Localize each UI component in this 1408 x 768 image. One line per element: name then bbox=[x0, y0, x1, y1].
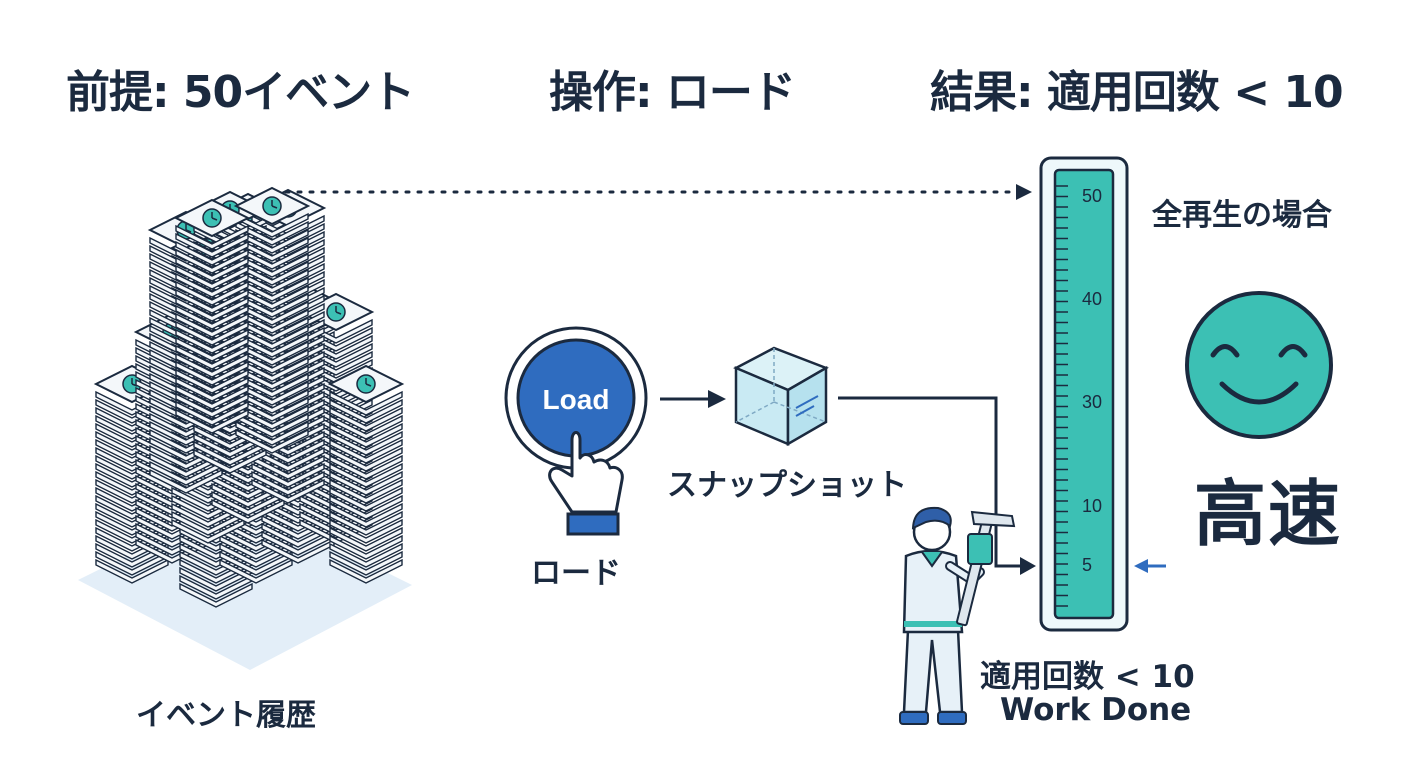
event-sheet bbox=[329, 422, 403, 448]
gauge-tick-50: 50 bbox=[1082, 186, 1102, 206]
event-sheet bbox=[261, 538, 335, 564]
gauge-tick-40: 40 bbox=[1082, 289, 1102, 309]
speed-label: 高速 bbox=[1194, 472, 1343, 556]
event-sheet bbox=[175, 256, 249, 282]
event-sheet bbox=[175, 280, 249, 306]
event-sheet bbox=[329, 406, 403, 432]
event-sheet bbox=[329, 462, 403, 488]
event-sheet bbox=[329, 454, 403, 480]
event-sheet bbox=[175, 264, 249, 290]
event-sheet bbox=[175, 320, 249, 346]
event-sheet bbox=[329, 486, 403, 512]
event-sheet bbox=[175, 272, 249, 298]
event-sheet bbox=[329, 550, 403, 576]
event-sheet bbox=[329, 518, 403, 544]
gauge-level-arrow bbox=[1134, 559, 1166, 573]
event-sheet bbox=[175, 304, 249, 330]
event-sheet bbox=[193, 448, 267, 474]
event-sheet bbox=[329, 534, 403, 560]
event-sheet bbox=[329, 558, 403, 584]
event-history-stack bbox=[78, 187, 412, 670]
event-sheet bbox=[329, 502, 403, 528]
worker-measuring-icon bbox=[899, 506, 1016, 725]
event-sheet bbox=[329, 494, 403, 520]
event-sheet bbox=[175, 352, 249, 378]
event-sheet bbox=[251, 478, 325, 504]
event-sheet bbox=[329, 398, 403, 424]
dotted-arrow bbox=[284, 184, 1032, 200]
work-done-label: Work Done bbox=[1000, 692, 1192, 728]
event-sheet bbox=[171, 518, 245, 544]
arrow-load-to-snapshot bbox=[660, 390, 726, 408]
event-sheet bbox=[329, 446, 403, 472]
event-sheet bbox=[219, 558, 293, 584]
event-sheet bbox=[175, 392, 249, 418]
event-sheet bbox=[175, 240, 249, 266]
event-sheet bbox=[175, 376, 249, 402]
event-sheet bbox=[329, 438, 403, 464]
pointing-hand-icon bbox=[548, 431, 624, 536]
arrow-snapshot-to-gauge bbox=[838, 396, 1036, 575]
event-sheet bbox=[251, 470, 325, 496]
event-sheet bbox=[329, 478, 403, 504]
load-caption: ロード bbox=[531, 556, 621, 591]
event-sheet bbox=[251, 462, 325, 488]
event-sheet bbox=[179, 582, 253, 608]
event-sheet bbox=[175, 400, 249, 426]
event-sheet bbox=[175, 384, 249, 410]
event-sheet bbox=[211, 498, 285, 524]
event-sheet bbox=[329, 510, 403, 536]
event-sheet bbox=[329, 414, 403, 440]
event-sheet bbox=[175, 288, 249, 314]
event-sheet bbox=[329, 390, 403, 416]
event-sheet bbox=[175, 336, 249, 362]
snapshot-cube-icon bbox=[733, 346, 829, 447]
gauge-tick-5: 5 bbox=[1082, 555, 1092, 575]
event-sheet bbox=[175, 360, 249, 386]
event-sheet bbox=[329, 470, 403, 496]
event-sheet bbox=[175, 296, 249, 322]
event-sheet bbox=[175, 224, 249, 250]
snapshot-label: スナップショット bbox=[667, 468, 907, 503]
event-sheet bbox=[235, 420, 309, 446]
work-gauge: 50 40 30 10 5 bbox=[1039, 156, 1129, 632]
load-button-text: Load bbox=[543, 384, 610, 415]
event-sheet bbox=[95, 558, 169, 584]
event-sheet bbox=[149, 468, 223, 494]
load-button[interactable]: Load bbox=[504, 326, 648, 470]
event-sheet bbox=[235, 220, 309, 246]
premise-heading: 前提: 50イベント bbox=[66, 67, 415, 118]
event-sheet bbox=[175, 232, 249, 258]
event-sheet bbox=[329, 542, 403, 568]
event-sheet bbox=[175, 328, 249, 354]
event-sheet bbox=[329, 526, 403, 552]
event-sheet bbox=[235, 428, 309, 454]
event-sheet bbox=[175, 248, 249, 274]
smiley-icon bbox=[1185, 291, 1333, 439]
result-count-label: 適用回数 < 10 bbox=[980, 659, 1195, 695]
event-sheet bbox=[175, 344, 249, 370]
event-sheet bbox=[175, 408, 249, 434]
gauge-tick-10: 10 bbox=[1082, 496, 1102, 516]
gauge-tick-30: 30 bbox=[1082, 392, 1102, 412]
result-heading: 結果: 適用回数 < 10 bbox=[930, 67, 1344, 118]
full-replay-label: 全再生の場合 bbox=[1152, 198, 1332, 233]
event-sheet bbox=[175, 368, 249, 394]
event-history-label: イベント履歴 bbox=[136, 698, 316, 733]
event-sheet bbox=[175, 312, 249, 338]
event-sheet bbox=[329, 430, 403, 456]
operation-heading: 操作: ロード bbox=[549, 67, 796, 118]
